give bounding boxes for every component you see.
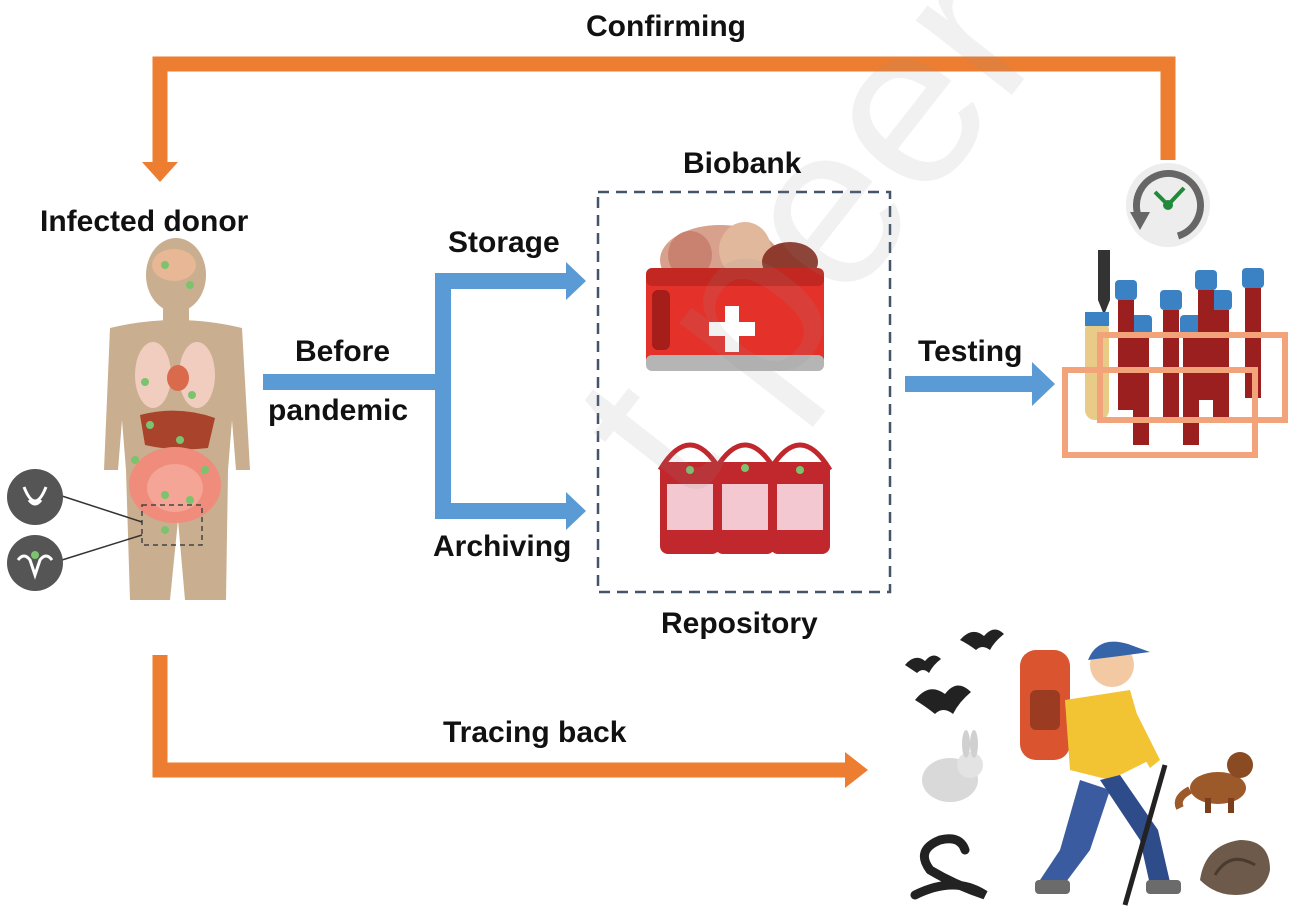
- test-tubes-icon: [1062, 250, 1288, 458]
- label-infected-donor: Infected donor: [40, 205, 249, 238]
- label-pandemic: pandemic: [268, 394, 409, 427]
- clock-icon: [1126, 163, 1210, 247]
- label-repository: Repository: [661, 607, 818, 640]
- civet-icon: [1174, 752, 1253, 813]
- before-pandemic-branch-arrow: [263, 262, 586, 530]
- bats-icon: [905, 629, 1004, 714]
- label-tracing-back: Tracing back: [443, 716, 627, 749]
- organ-callout-icons: [7, 469, 143, 591]
- organ-cooler-icon: [646, 222, 824, 371]
- label-archiving: Archiving: [433, 530, 572, 563]
- label-before: Before: [295, 335, 391, 368]
- label-biobank: Biobank: [683, 147, 802, 180]
- blood-bags-icon: [657, 442, 833, 554]
- confirming-arrow: [152, 56, 1176, 165]
- label-testing: Testing: [918, 335, 1023, 368]
- hiker-icon: [1020, 641, 1181, 906]
- rabbit-icon: [922, 730, 983, 802]
- biobank-box: [596, 190, 892, 594]
- label-storage: Storage: [448, 226, 560, 259]
- snake-icon: [910, 834, 988, 900]
- human-body-icon: [104, 238, 250, 600]
- pangolin-icon: [1200, 840, 1270, 895]
- label-confirming: Confirming: [586, 10, 746, 43]
- tracing-back-arrowhead: [845, 752, 868, 788]
- tracing-back-arrow: [152, 655, 848, 778]
- confirming-arrowhead: [142, 162, 178, 182]
- testing-arrow: [905, 362, 1055, 406]
